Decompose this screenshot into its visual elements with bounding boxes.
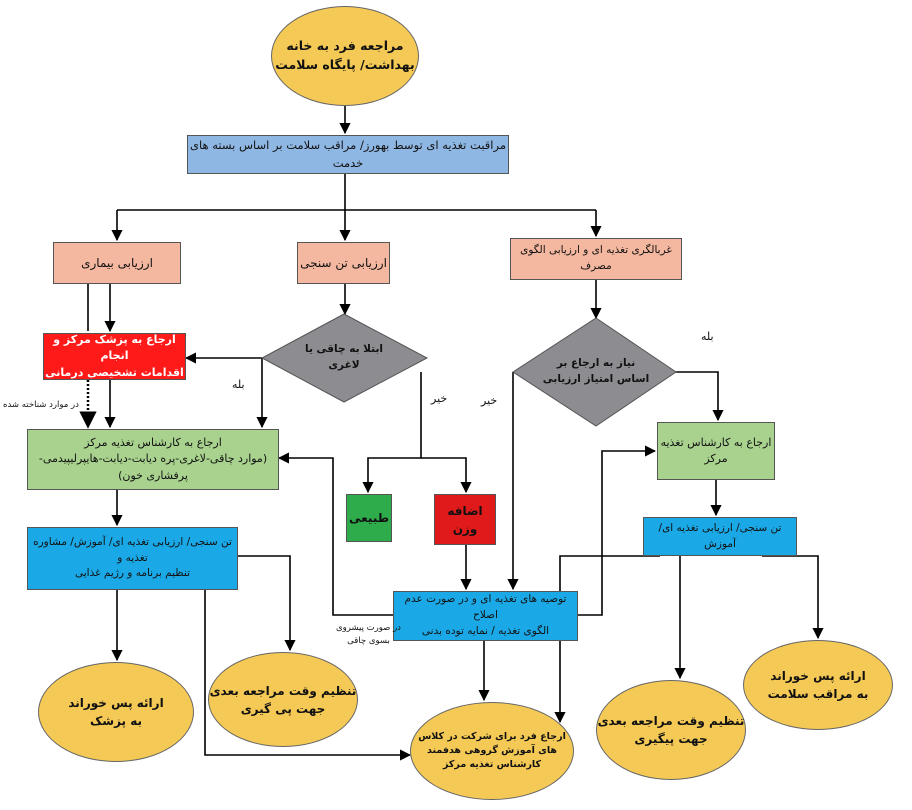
start-line2: بهداشت/ پایگاه سلامت: [275, 57, 415, 72]
edge-no-weightgain: [421, 457, 472, 494]
normal-text: طبیعی: [349, 511, 390, 525]
edge-counseling-right-feedback: [762, 555, 824, 640]
anthro-eval-box: ارزیابی تن سنجی: [297, 242, 390, 284]
counseling-right-box: تن سنجی/ ارزیابی تغذیه ای/ آموزش: [643, 517, 797, 556]
feedback-physician-line2: به پزشک: [89, 714, 143, 728]
followup-left-line1: تنظیم وقت مراجعه بعدی: [209, 683, 357, 698]
edge-progress-nutritionist: [277, 452, 393, 616]
feedback-caregiver-line1: ارائه پس خوراند: [770, 669, 866, 683]
weight-gain-text: اضافه وزن: [447, 503, 483, 536]
counseling-right-text: تن سنجی/ ارزیابی تغذیه ای/ آموزش: [658, 521, 782, 550]
no-right-label: خیر: [481, 394, 498, 407]
refer-physician-line2: اقدامات تشخیصی درمانی: [45, 365, 184, 379]
care-box: مراقبت تغذیه ای توسط بهورز/ مراقب سلامت …: [187, 135, 509, 174]
nutritionist-left-line2: (موارد چاقی-لاغری-پره دیابت-دیابت-هایپرل…: [38, 452, 268, 482]
weight-gain-box: اضافه وزن: [434, 494, 496, 545]
start-oval: مراجعه فرد به خانه بهداشت/ پایگاه سلامت: [271, 6, 419, 106]
group-class-line3: کارشناس تغذیه مرکز: [442, 759, 542, 771]
group-class-oval: ارجاع فرد برای شرکت در کلاس های آموزش گر…: [410, 702, 574, 800]
care-text: مراقبت تغذیه ای توسط بهورز/ مراقب سلامت …: [189, 138, 506, 170]
disease-eval-box: ارزیابی بیماری: [53, 242, 181, 284]
followup-right-line1: تنظیم وقت مراجعه بعدی: [597, 714, 745, 728]
normal-box: طبیعی: [346, 494, 392, 542]
counseling-left-line1: تن سنجی/ ارزیابی تغذیه ای/ آموزش/ مشاوره…: [33, 535, 232, 564]
obesity-decision-line1: ابتلا به چاقی یا: [305, 343, 383, 356]
edge-counseling-class: [204, 590, 412, 761]
counseling-left-line2: تنظیم برنامه و رژیم غذایی: [74, 567, 191, 580]
edge-counseling-followup: [238, 555, 296, 652]
edge-no-normal: [362, 372, 422, 494]
recommendations-line1: توصیه های تغذیه ای و در صورت عدم اصلاح: [404, 593, 567, 622]
refer-nutritionist-right-box: ارجاع به کارشناس تغذیه مرکز: [657, 422, 775, 480]
referral-decision-text: نیاز به ارجاع بر اساس امتیاز ارزیابی: [528, 350, 664, 394]
diagnosed-cases-label: در موارد شناخته شده: [3, 400, 79, 410]
progress-line1: در صورت پیشروی: [336, 623, 401, 633]
followup-right-oval: تنظیم وقت مراجعه بعدی جهت پیگیری: [596, 680, 746, 780]
screening-text: غربالگری تغذیه ای و ارزیابی الگوی مصرف: [520, 244, 672, 272]
obesity-decision-text: ابتلا به چاقی یا لاغری: [282, 338, 406, 378]
refer-physician-box: ارجاع به پزشک مرکز و انجام اقدامات تشخیص…: [43, 333, 186, 380]
feedback-caregiver-oval: ارائه پس خوراند به مراقب سلامت: [743, 640, 893, 730]
progress-label: در صورت پیشروی بسوی چاقی: [336, 622, 401, 648]
obesity-decision-line2: لاغری: [328, 359, 360, 371]
decision-obesity-diamond: [260, 313, 429, 403]
refer-nutritionist-left-box: ارجاع به کارشناس تغذیه مرکز (موارد چاقی-…: [27, 429, 279, 490]
followup-left-oval: تنظیم وقت مراجعه بعدی جهت پی گیری: [208, 652, 358, 747]
refer-physician-line1: ارجاع به پزشک مرکز و انجام: [53, 332, 176, 363]
counseling-left-box: تن سنجی/ ارزیابی تغذیه ای/ آموزش/ مشاوره…: [27, 527, 238, 590]
disease-eval-text: ارزیابی بیماری: [81, 256, 153, 270]
feedback-physician-oval: ارائه پس خوراند به پزشک: [38, 662, 194, 762]
edge-recommend-nutritionist-right: [578, 445, 657, 616]
nutritionist-right-text: ارجاع به کارشناس تغذیه مرکز: [660, 435, 772, 466]
referral-decision-line1: نیاز به ارجاع بر: [556, 357, 636, 370]
no-left-label: خیر: [431, 392, 448, 405]
anthro-eval-text: ارزیابی تن سنجی: [300, 256, 387, 270]
feedback-caregiver-line2: به مراقب سلامت: [767, 687, 869, 701]
start-line1: مراجعه فرد به خانه: [286, 38, 404, 54]
followup-left-line2: جهت پی گیری: [240, 701, 326, 716]
group-class-line2: های آموزش گروهی هدفمند: [426, 744, 558, 756]
group-class-line1: ارجاع فرد برای شرکت در کلاس: [418, 730, 566, 742]
nutritionist-left-line1: ارجاع به کارشناس تغذیه مرکز: [84, 435, 222, 449]
screening-box: غربالگری تغذیه ای و ارزیابی الگوی مصرف: [510, 238, 682, 280]
progress-line2: بسوی چاقی: [347, 635, 390, 646]
edge-counseling-right-class: [554, 555, 660, 724]
yes-left-label: بله: [232, 378, 245, 391]
followup-right-line2: جهت پیگیری: [634, 732, 708, 746]
edge-yes-nutritionist-right: [675, 371, 724, 422]
recommendations-box: توصیه های تغذیه ای و در صورت عدم اصلاح ا…: [393, 591, 578, 641]
feedback-physician-line1: ارائه پس خوراند: [68, 696, 164, 710]
referral-decision-line2: اساس امتیاز ارزیابی: [542, 373, 650, 385]
recommendations-line2: الگوی تغذیه / نمایه توده بدنی: [421, 624, 550, 637]
yes-right-label: بله: [701, 330, 714, 343]
decision-referral-diamond: [512, 317, 677, 427]
